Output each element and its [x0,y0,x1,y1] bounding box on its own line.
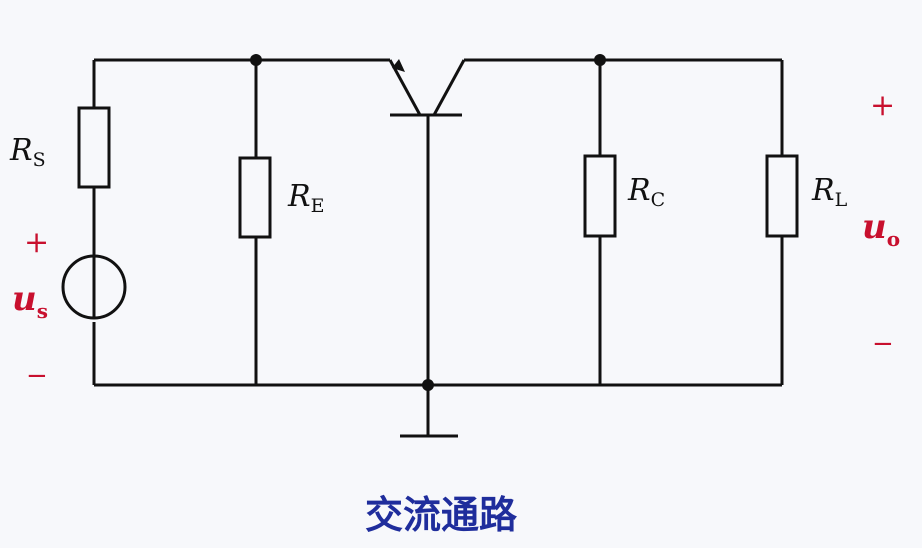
uo-plus: + [870,88,895,123]
transistor-emitter-lead [388,59,422,116]
label-rl: RL [811,173,848,211]
junctions [250,54,606,391]
us-minus: − [26,361,48,391]
us-plus: + [24,225,49,260]
junction-dot [422,379,434,391]
uo-minus: − [872,329,894,359]
junction-dot [594,54,606,66]
label-re: RE [287,179,324,217]
label-rc: RC [627,173,665,211]
label-uo: uo [862,207,900,251]
diagram-caption: 交流通路 [365,493,518,537]
label-rs: RS [9,133,46,171]
junction-dot [250,54,262,66]
resistor-rc [583,154,617,238]
transistor-collector-lead [432,59,466,116]
wires [92,58,784,438]
resistors [77,106,799,239]
emitter-arrow-icon [392,59,405,72]
label-us: us [12,279,48,323]
resistor-re [238,156,272,239]
resistor-rs [77,106,111,189]
resistor-rl [765,154,799,238]
